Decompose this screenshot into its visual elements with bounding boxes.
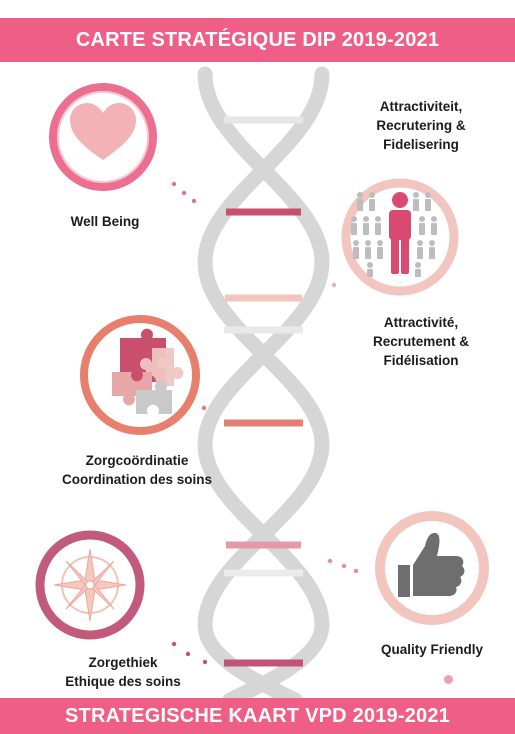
- quality-badge: [375, 511, 489, 625]
- attractivity-fr-line-3: Fidélisation: [383, 353, 459, 368]
- attractivity-fr-line-1: Attractivité,: [383, 315, 459, 330]
- attractivity-nl-line-3: Fidelisering: [383, 137, 459, 152]
- header-title: CARTE STRATÉGIQUE DIP 2019-2021: [75, 28, 440, 51]
- puzzle-icon: [112, 328, 184, 414]
- person-icon: [389, 192, 411, 274]
- connector-dot: [191, 198, 197, 204]
- helix-strand-a: [197, 66, 330, 708]
- footer-title: STRATEGISCHE KAART VPD 2019-2021: [64, 704, 451, 727]
- connector-dot: [327, 558, 333, 564]
- brand-logo: [444, 669, 508, 689]
- attractivity-badge: [341, 178, 459, 296]
- connector-dot: [202, 659, 208, 665]
- compass-rose-icon: [53, 548, 127, 622]
- coordination-badge: [80, 315, 200, 435]
- quality-line-1: Quality Friendly: [380, 642, 484, 657]
- heart-icon: [70, 103, 136, 160]
- dna-helix: [197, 66, 330, 708]
- attractivity-nl-line-1: Attractiviteit,: [379, 99, 463, 114]
- connector-dot: [201, 405, 207, 411]
- wellbeing-badge: [49, 83, 157, 191]
- logo-dot-icon: [444, 674, 453, 684]
- coordination-line-2: Coordination des soins: [61, 472, 212, 487]
- connector-dot: [171, 181, 177, 187]
- connector-dot: [171, 641, 177, 647]
- wellbeing-ring-inner: [57, 91, 149, 183]
- attractivity-nl-line-2: Recrutering &: [376, 118, 466, 133]
- helix-strand-b: [197, 66, 330, 708]
- wellbeing-label-line: Well Being: [70, 214, 140, 229]
- thumbs-up-icon: [398, 532, 465, 597]
- connector-dot: [185, 651, 191, 657]
- quality-label: Quality Friendly: [362, 640, 502, 659]
- attractivity-fr-label: Attractivité, Recrutement & Fidélisation: [338, 313, 504, 370]
- connector-dot: [353, 568, 359, 574]
- ethics-line-2: Ethique des soins: [65, 674, 181, 689]
- attractivity-fr-line-2: Recrutement &: [372, 334, 470, 349]
- header-banner: CARTE STRATÉGIQUE DIP 2019-2021: [0, 18, 515, 62]
- wellbeing-label: Well Being: [50, 212, 160, 231]
- attractivity-nl-label: Attractiviteit, Recrutering & Fideliseri…: [346, 97, 496, 154]
- ethics-line-1: Zorgethiek: [88, 655, 158, 670]
- ethics-badge: [35, 530, 145, 640]
- crowd-icon: [351, 192, 437, 277]
- connector-dot: [181, 190, 187, 196]
- footer-banner: STRATEGISCHE KAART VPD 2019-2021: [0, 698, 515, 734]
- coordination-label: Zorgcoördinatie Coordination des soins: [38, 451, 236, 489]
- ethics-label: Zorgethiek Ethique des soins: [48, 653, 198, 691]
- connector-dot: [331, 282, 337, 288]
- helix-rungs: [224, 116, 303, 667]
- coordination-line-1: Zorgcoördinatie: [85, 453, 189, 468]
- connector-dot: [341, 563, 347, 569]
